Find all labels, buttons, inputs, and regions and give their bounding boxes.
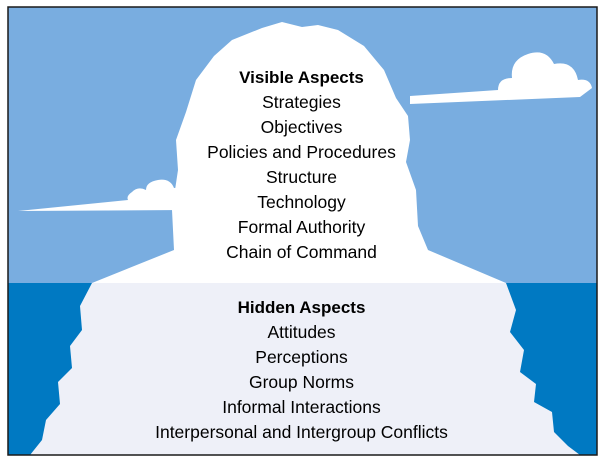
- hidden-item-perceptions: Perceptions: [255, 347, 348, 367]
- visible-item-objectives: Objectives: [260, 117, 343, 137]
- visible-item-structure: Structure: [266, 167, 337, 187]
- visible-item-formal-authority: Formal Authority: [237, 217, 366, 237]
- visible-item-technology: Technology: [257, 192, 346, 212]
- iceberg-visible-part: [92, 22, 506, 283]
- hidden-aspects-heading: Hidden Aspects: [237, 298, 366, 317]
- hidden-item-conflicts: Interpersonal and Intergroup Conflicts: [155, 422, 448, 442]
- cloud-left: [18, 179, 188, 211]
- iceberg-hidden-part: [30, 283, 580, 455]
- hidden-item-informal-interactions: Informal Interactions: [222, 397, 381, 417]
- cloud-right: [410, 52, 592, 104]
- visible-item-strategies: Strategies: [262, 92, 341, 112]
- visible-aspects-heading: Visible Aspects: [239, 68, 364, 87]
- hidden-item-group-norms: Group Norms: [248, 372, 355, 392]
- hidden-item-attitudes: Attitudes: [267, 322, 336, 342]
- hidden-aspects-block: Hidden Aspects Attitudes Perceptions Gro…: [0, 296, 603, 445]
- diagram-frame: [7, 6, 598, 456]
- visible-item-chain-of-command: Chain of Command: [226, 242, 377, 262]
- visible-item-policies: Policies and Procedures: [207, 142, 396, 162]
- visible-aspects-block: Visible Aspects Strategies Objectives Po…: [0, 66, 603, 265]
